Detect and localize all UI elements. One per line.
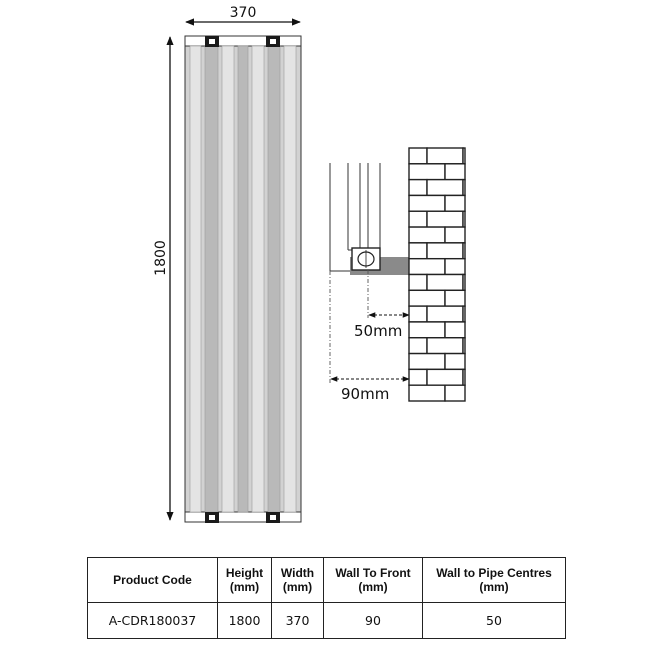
- radiator-column: [283, 45, 297, 513]
- brick: [426, 242, 464, 260]
- brick: [408, 226, 446, 244]
- wall-to-pipe-label: 50mm: [354, 322, 402, 340]
- radiator-column: [251, 45, 265, 513]
- brick: [408, 178, 428, 197]
- cell-wall-to-pipe: 50: [422, 602, 566, 639]
- brick: [408, 194, 446, 212]
- brick: [408, 384, 446, 402]
- brick: [408, 321, 446, 339]
- brick: [444, 384, 466, 402]
- brick: [426, 337, 464, 355]
- brick: [408, 305, 428, 323]
- brick: [444, 289, 466, 307]
- brick: [426, 368, 464, 386]
- brick: [462, 178, 466, 197]
- brick: [408, 242, 428, 260]
- radiator-top-rail: [184, 35, 302, 47]
- brick: [462, 273, 466, 292]
- brick: [426, 305, 464, 323]
- radiator-columns: [189, 45, 297, 513]
- brick: [408, 257, 446, 276]
- height-dimension-label: 1800: [153, 240, 169, 276]
- cell-height: 1800: [217, 602, 272, 639]
- brick: [462, 337, 466, 355]
- brick: [426, 147, 464, 165]
- cell-wall-to-front: 90: [323, 602, 423, 639]
- brick-wall: [408, 147, 466, 402]
- brick: [462, 305, 466, 323]
- radiator-side-profile: [329, 163, 381, 272]
- brick: [462, 368, 466, 386]
- table-row: A-CDR180037 1800 370 90 50: [87, 602, 566, 639]
- cell-product-code: A-CDR180037: [87, 602, 218, 639]
- brick: [444, 257, 466, 276]
- radiator-bottom-rail: [184, 511, 302, 523]
- header-wall-to-pipe: Wall to Pipe Centres(mm): [422, 557, 566, 603]
- brick: [444, 321, 466, 339]
- brick: [408, 368, 428, 386]
- brick: [444, 352, 466, 371]
- brick: [408, 289, 446, 307]
- wall-to-front-label: 90mm: [341, 385, 389, 403]
- brick: [408, 210, 428, 228]
- header-width: Width(mm): [271, 557, 324, 603]
- brick: [408, 163, 446, 181]
- brick: [426, 178, 464, 197]
- top-left-bracket: [205, 36, 219, 47]
- radiator-column: [204, 45, 219, 513]
- cell-width: 370: [271, 602, 324, 639]
- radiator-column: [189, 45, 202, 513]
- brick: [426, 273, 464, 292]
- width-dimension-label: 370: [230, 5, 257, 21]
- technical-drawing: 370 1800 50mm: [153, 5, 466, 523]
- bottom-right-bracket: [266, 512, 280, 523]
- wall-to-front-dimension: 90mm: [330, 376, 410, 403]
- spec-table-header-row: Product Code Height(mm) Width(mm) Wall T…: [87, 557, 566, 603]
- bottom-left-bracket: [205, 512, 219, 523]
- top-right-bracket: [266, 36, 280, 47]
- header-height: Height(mm): [217, 557, 272, 603]
- wall-to-pipe-dimension: 50mm: [354, 312, 410, 340]
- header-wall-to-front: Wall To Front(mm): [323, 557, 423, 603]
- radiator-column: [267, 45, 281, 513]
- radiator-front-view: [184, 35, 302, 523]
- brick: [462, 242, 466, 260]
- brick: [462, 147, 466, 165]
- brick: [444, 226, 466, 244]
- height-dimension: 1800: [153, 36, 174, 521]
- brick: [462, 210, 466, 228]
- radiator-column: [237, 45, 249, 513]
- brick: [408, 352, 446, 371]
- brick: [426, 210, 464, 228]
- width-dimension: 370: [185, 5, 301, 26]
- brick: [408, 337, 428, 355]
- header-product-code: Product Code: [87, 557, 218, 603]
- side-view: 50mm 90mm: [329, 147, 466, 403]
- brick: [444, 163, 466, 181]
- brick: [444, 194, 466, 212]
- brick: [408, 147, 428, 165]
- radiator-column: [221, 45, 235, 513]
- spec-table: Product Code Height(mm) Width(mm) Wall T…: [87, 557, 566, 639]
- brick: [408, 273, 428, 292]
